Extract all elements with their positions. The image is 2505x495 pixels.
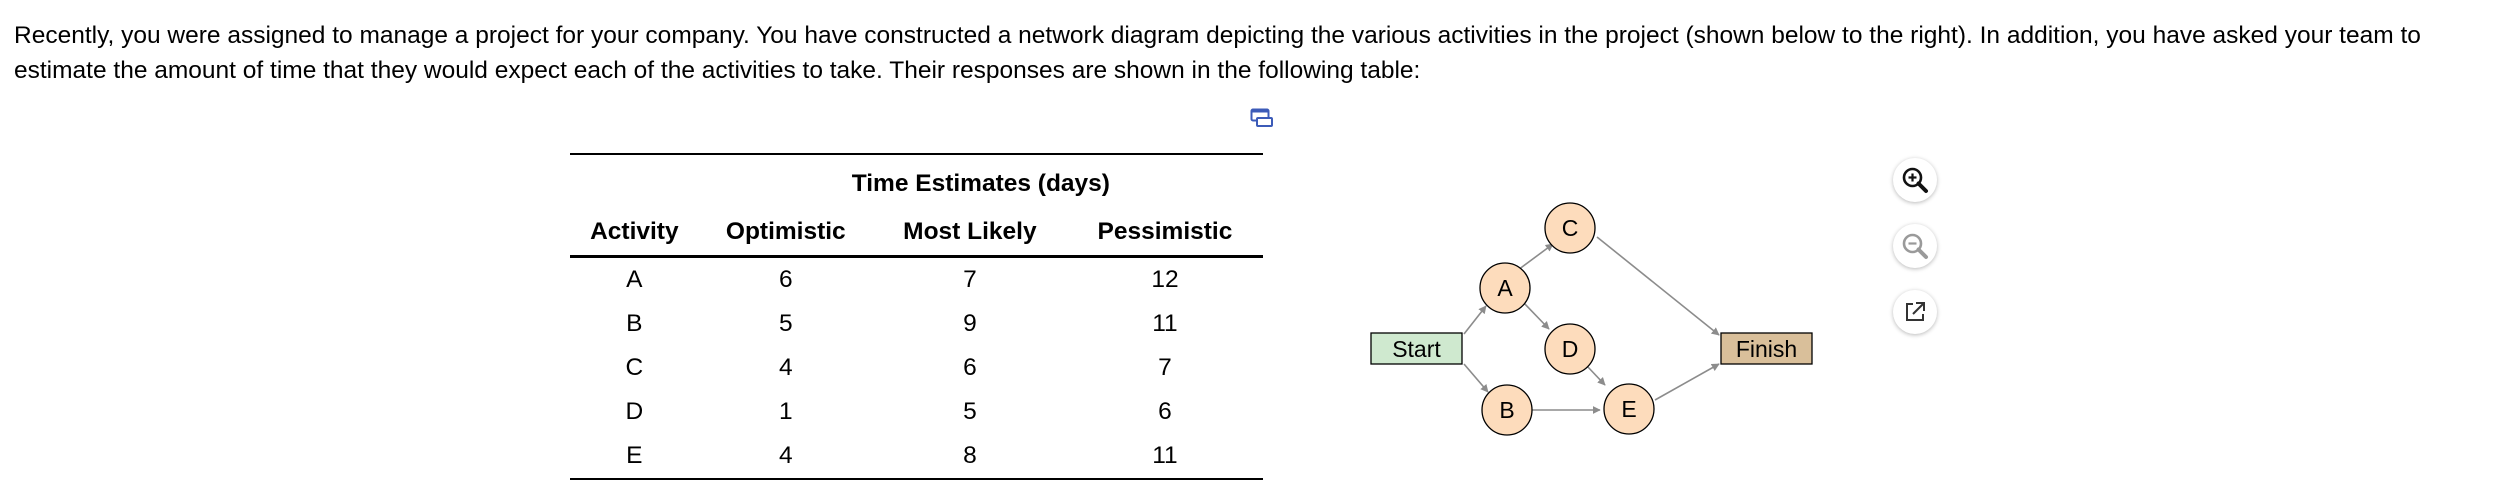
finish-node-label: Finish bbox=[1736, 336, 1797, 362]
optimistic-cell: 4 bbox=[698, 434, 873, 480]
activity-cell: C bbox=[625, 354, 644, 381]
node-e: E bbox=[1603, 383, 1655, 435]
most-likely-cell: 6 bbox=[963, 354, 977, 381]
most-likely-cell: 9 bbox=[963, 310, 977, 337]
table-row: A 6 7 12 bbox=[570, 257, 1263, 303]
pessimistic-cell: 6 bbox=[1158, 398, 1172, 425]
edge-e-finish bbox=[1654, 363, 1720, 401]
time-estimates-table: Time Estimates (days) Activity Optimisti… bbox=[570, 153, 1263, 480]
node-d: D bbox=[1544, 323, 1596, 375]
edge-a-c bbox=[1517, 243, 1554, 271]
start-node: Start bbox=[1370, 332, 1463, 365]
activity-cell: D bbox=[625, 398, 644, 425]
table-row: E 4 8 11 bbox=[570, 434, 1263, 480]
table-row: C 4 6 7 bbox=[570, 346, 1263, 390]
most-likely-cell: 8 bbox=[872, 434, 1067, 480]
pessimistic-cell: 11 bbox=[1152, 310, 1178, 337]
column-header-optimistic: Optimistic bbox=[698, 209, 873, 258]
zoom-in-icon bbox=[1902, 167, 1928, 193]
activity-cell: A bbox=[626, 266, 643, 293]
popout-button[interactable] bbox=[1893, 290, 1937, 334]
edge-a-d bbox=[1522, 301, 1550, 330]
zoom-out-button[interactable] bbox=[1893, 224, 1937, 268]
zoom-out-icon bbox=[1902, 233, 1928, 259]
optimistic-cell: 6 bbox=[778, 266, 793, 293]
pessimistic-cell: 7 bbox=[1158, 354, 1172, 381]
problem-statement: Recently, you were assigned to manage a … bbox=[14, 22, 2421, 84]
node-c: C bbox=[1544, 202, 1596, 254]
pessimistic-cell: 11 bbox=[1066, 434, 1263, 480]
most-likely-cell: 7 bbox=[963, 266, 977, 293]
activity-cell: E bbox=[570, 434, 699, 480]
network-diagram: Start Finish A B C D E bbox=[1370, 202, 1813, 436]
node-e-label: E bbox=[1621, 396, 1636, 422]
network-edges bbox=[1463, 236, 1720, 414]
diagram-toolbar bbox=[1893, 158, 1941, 356]
activity-cell: B bbox=[626, 310, 643, 337]
time-estimates-table-container: Time Estimates (days) Activity Optimisti… bbox=[570, 153, 1263, 480]
table-row: D 1 5 6 bbox=[570, 390, 1263, 434]
node-b-label: B bbox=[1499, 397, 1514, 423]
edge-d-e bbox=[1586, 365, 1606, 386]
most-likely-cell: 5 bbox=[963, 398, 977, 425]
finish-node: Finish bbox=[1720, 332, 1813, 365]
popout-icon bbox=[1906, 302, 1925, 321]
edge-start-b bbox=[1463, 363, 1489, 393]
optimistic-cell: 5 bbox=[778, 310, 793, 337]
table-row: B 5 9 11 bbox=[570, 302, 1263, 346]
pessimistic-cell: 12 bbox=[1151, 266, 1179, 293]
optimistic-cell: 4 bbox=[778, 354, 793, 381]
edge-start-a bbox=[1463, 305, 1487, 335]
column-header-activity: Activity bbox=[570, 209, 699, 258]
time-estimates-header: Time Estimates (days) bbox=[851, 170, 1110, 197]
column-header-pessimistic: Pessimistic bbox=[1066, 209, 1263, 258]
edge-c-finish bbox=[1596, 236, 1720, 336]
node-a: A bbox=[1479, 262, 1531, 314]
node-b: B bbox=[1481, 384, 1533, 436]
node-a-label: A bbox=[1497, 275, 1513, 301]
start-node-label: Start bbox=[1392, 336, 1441, 362]
column-header-most-likely: Most Likely bbox=[872, 209, 1067, 258]
node-d-label: D bbox=[1562, 336, 1579, 362]
node-c-label: C bbox=[1562, 215, 1579, 241]
copy-table-icon[interactable] bbox=[1250, 108, 1274, 128]
zoom-in-button[interactable] bbox=[1893, 158, 1937, 202]
optimistic-cell: 1 bbox=[778, 398, 793, 425]
